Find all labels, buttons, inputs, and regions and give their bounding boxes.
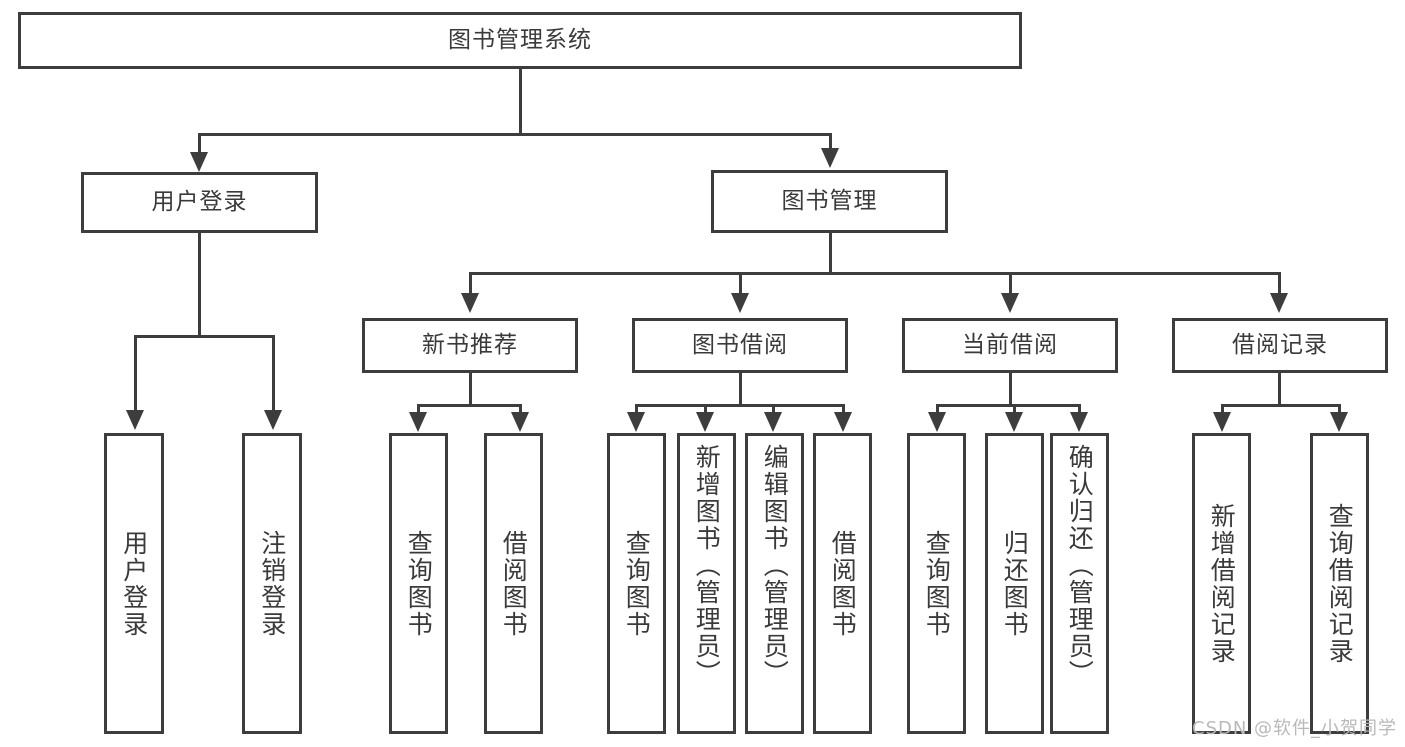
connector-new-book-rec-bus: [417, 404, 522, 407]
connector-drop-borrow-book-1: [519, 404, 522, 416]
leaf-borrow-book-1[interactable]: 借阅图书: [484, 433, 543, 734]
leaf-query-book-3[interactable]: 查询图书: [907, 433, 966, 734]
connector-level3-bus: [469, 272, 1281, 275]
arrowhead-leaf-user-login: [126, 410, 144, 430]
arrowhead-query-record: [1330, 412, 1348, 432]
node-user-login[interactable]: 用户登录: [81, 172, 318, 233]
connector-root-stem: [519, 69, 522, 135]
leaf-borrow-book-2-label: 借阅图书: [828, 529, 858, 638]
leaf-logout[interactable]: 注销登录: [242, 433, 302, 734]
connector-drop-user-login: [198, 133, 201, 155]
node-current-borrow-label: 当前借阅: [962, 332, 1058, 359]
connector-drop-book-borrow: [739, 272, 742, 298]
arrowhead-edit-book: [764, 412, 782, 432]
arrowhead-query-book-3: [928, 412, 946, 432]
leaf-add-record[interactable]: 新增借阅记录: [1192, 433, 1251, 734]
leaf-query-book-3-label: 查询图书: [922, 529, 952, 638]
node-book-borrow[interactable]: 图书借阅: [632, 318, 848, 373]
arrowhead-return-book: [1005, 412, 1023, 432]
leaf-query-record-label: 查询借阅记录: [1325, 502, 1355, 665]
connector-book-borrow-stem: [739, 373, 742, 407]
node-book-borrow-label: 图书借阅: [692, 332, 788, 359]
node-root-label: 图书管理系统: [448, 27, 592, 54]
connector-drop-query-book-2: [635, 404, 638, 416]
arrowhead-confirm-return: [1070, 412, 1088, 432]
connector-book-mgmt-stem: [829, 233, 832, 274]
connector-drop-query-book-3: [936, 404, 939, 416]
connector-drop-return-book: [1013, 404, 1016, 416]
arrowhead-query-book-2: [627, 412, 645, 432]
leaf-return-book[interactable]: 归还图书: [985, 433, 1044, 734]
arrowhead-query-book-1: [409, 412, 427, 432]
connector-drop-query-record: [1338, 404, 1341, 416]
node-book-mgmt-label: 图书管理: [781, 188, 878, 215]
leaf-add-book-label: 新增图书（管理员）: [692, 444, 722, 687]
connector-current-borrow-stem: [1009, 373, 1012, 407]
leaf-add-record-label: 新增借阅记录: [1207, 502, 1237, 665]
leaf-confirm-return[interactable]: 确认归还（管理员）: [1050, 433, 1109, 734]
arrowhead-book-borrow: [731, 293, 749, 313]
arrowhead-current-borrow: [1001, 293, 1019, 313]
connector-drop-borrow-record: [1278, 272, 1281, 298]
node-current-borrow[interactable]: 当前借阅: [902, 318, 1118, 373]
connector-borrow-record-bus: [1221, 404, 1341, 407]
connector-drop-new-book-rec: [469, 272, 472, 298]
leaf-borrow-book-2[interactable]: 借阅图书: [813, 433, 872, 734]
leaf-logout-label: 注销登录: [257, 529, 287, 638]
connector-level2-bus: [198, 133, 832, 136]
connector-drop-current-borrow: [1009, 272, 1012, 298]
arrowhead-borrow-book-1: [511, 412, 529, 432]
node-user-login-label: 用户登录: [151, 189, 248, 216]
leaf-query-book-2-label: 查询图书: [622, 529, 652, 638]
arrowhead-borrow-record: [1270, 293, 1288, 313]
connector-user-login-stem: [198, 233, 201, 337]
connector-new-book-rec-stem: [469, 373, 472, 407]
arrowhead-leaf-logout: [264, 410, 282, 430]
leaf-edit-book[interactable]: 编辑图书（管理员）: [745, 433, 804, 734]
arrowhead-add-book: [696, 412, 714, 432]
arrowhead-book-mgmt: [821, 148, 839, 168]
node-root[interactable]: 图书管理系统: [18, 12, 1022, 69]
leaf-confirm-return-label: 确认归还（管理员）: [1065, 444, 1095, 687]
node-new-book-rec[interactable]: 新书推荐: [362, 318, 578, 373]
leaf-query-book-1[interactable]: 查询图书: [389, 433, 448, 734]
leaf-query-record[interactable]: 查询借阅记录: [1310, 433, 1369, 734]
leaf-query-book-2[interactable]: 查询图书: [607, 433, 666, 734]
connector-current-borrow-bus: [936, 404, 1081, 407]
leaf-borrow-book-1-label: 借阅图书: [499, 529, 529, 638]
arrowhead-borrow-book-2: [834, 412, 852, 432]
connector-drop-query-book-1: [417, 404, 420, 416]
connector-drop-borrow-book-2: [842, 404, 845, 416]
connector-drop-add-book: [704, 404, 707, 416]
leaf-user-login[interactable]: 用户登录: [104, 433, 164, 734]
leaf-add-book[interactable]: 新增图书（管理员）: [677, 433, 736, 734]
leaf-edit-book-label: 编辑图书（管理员）: [760, 444, 790, 687]
connector-book-borrow-bus: [635, 404, 845, 407]
connector-drop-edit-book: [772, 404, 775, 416]
watermark: CSDN @软件_小贺同学: [1192, 718, 1398, 739]
connector-drop-leaf-logout: [272, 335, 275, 413]
node-borrow-record[interactable]: 借阅记录: [1172, 318, 1388, 373]
node-book-mgmt[interactable]: 图书管理: [711, 170, 948, 233]
connector-drop-confirm-return: [1078, 404, 1081, 416]
node-borrow-record-label: 借阅记录: [1232, 332, 1328, 359]
connector-drop-leaf-user-login: [134, 335, 137, 413]
connector-borrow-record-stem: [1278, 373, 1281, 407]
node-new-book-rec-label: 新书推荐: [422, 332, 518, 359]
connector-drop-book-mgmt: [829, 133, 832, 155]
connector-user-login-bus: [134, 335, 275, 338]
leaf-return-book-label: 归还图书: [1000, 529, 1030, 638]
arrowhead-new-book-rec: [461, 293, 479, 313]
leaf-query-book-1-label: 查询图书: [404, 529, 434, 638]
connector-drop-add-record: [1221, 404, 1224, 416]
arrowhead-user-login: [190, 152, 208, 172]
arrowhead-add-record: [1213, 412, 1231, 432]
leaf-user-login-label: 用户登录: [119, 529, 149, 638]
